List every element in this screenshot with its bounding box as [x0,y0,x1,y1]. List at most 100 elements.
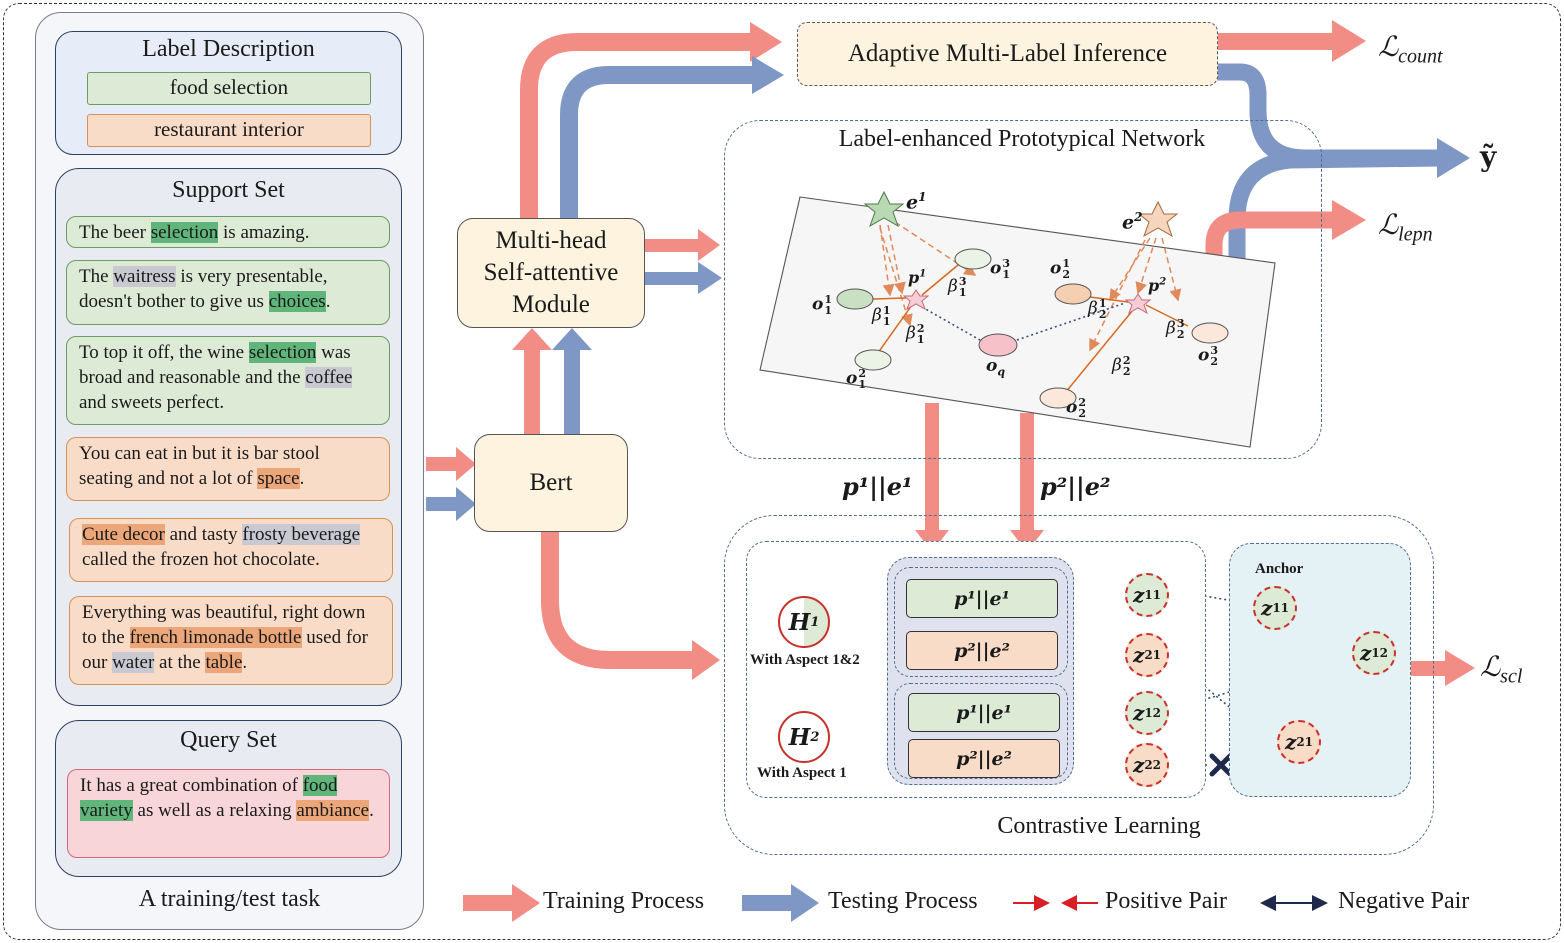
pe-box-2: p²||e² [906,631,1058,670]
sentence-text: and tasty [164,524,243,545]
mhsa-to-adaptive-training [520,33,750,218]
label-chip-restaurant-interior: restaurant interior [87,114,371,147]
highlighted-aspect: waitress [113,266,176,287]
highlighted-aspect: choices [268,291,326,312]
anchor-label: Anchor [1255,561,1304,577]
task-footer: A training/test task [138,886,321,912]
highlighted-aspect: table [205,652,243,673]
highlighted-aspect: ambiance [296,800,370,821]
mhsa-box: Multi-head Self-attentive Module [457,218,645,328]
highlighted-aspect: space [257,468,300,489]
sentence-text: used for our [82,627,368,673]
negative-cross-icon [1209,753,1233,777]
p2-star-icon [1124,293,1152,315]
sentence-text: at the [154,652,206,673]
highlighted-aspect: selection [150,222,219,243]
label-description-title: Label Description [142,36,315,62]
e2-label: e2 [1122,210,1143,234]
legend-positive-label: Positive Pair [1105,888,1228,914]
legend-training-arrow [463,884,540,922]
pe-box-4: p²||e² [908,739,1060,778]
bert-to-mhsa-testing [552,328,592,434]
sentence-text: is amazing. [218,222,310,243]
concat-label-1: p¹||e¹ [842,472,913,501]
legend-testing-label: Testing Process [828,888,978,914]
sentence-text: The beer [79,222,151,243]
sentence-text: . [299,468,305,489]
bert-to-contrastive-training [541,530,700,669]
outer-border [3,3,1561,940]
lepn-title: Label-enhanced Prototypical Network [838,126,1206,152]
sentence-text: The [79,266,114,287]
support-sentence-3: To top it off, the wine selection was br… [66,336,390,425]
support-sentence-5: Cute decor and tasty frosty beverage cal… [69,518,393,582]
sentence-text: . [325,291,331,312]
sentence-text: . [369,800,374,821]
bert-box: Bert [474,434,628,532]
input-training-arrow [426,447,476,481]
support-sentence-1: The beer selection is amazing. [66,216,390,248]
legend-training-label: Training Process [543,888,705,914]
sentence-text: . [242,652,248,673]
sentence-text: It has a great combination of [80,775,303,796]
oq-label: oq [986,356,1006,379]
highlighted-aspect: selection [248,342,317,363]
contrastive-title: Contrastive Learning [997,813,1201,839]
adaptive-inference-box: Adaptive Multi-Label Inference [797,22,1218,86]
query-sentence: It has a great combination of food varie… [67,769,390,858]
sentence-text: and sweets perfect. [79,392,225,413]
sentence-text: is very presentable, doesn't bother to g… [79,266,328,312]
loss-scl: ℒscl [1480,652,1523,688]
p2-label: p2 [1148,276,1167,295]
mhsa-to-adaptive-testing [560,66,755,218]
sentence-text: was broad and reasonable and the [79,342,351,388]
loss-count: ℒcount [1378,32,1443,68]
highlighted-aspect: coffee [305,367,353,388]
concat-label-2: p²||e² [1040,472,1111,501]
sentence-text: You can eat in but it is bar stool seati… [79,443,320,489]
h2-caption: With Aspect 1 [757,765,847,781]
loss-lepn: ℒlepn [1378,210,1433,246]
input-testing-arrow [426,487,476,521]
pe-box-1: p¹||e¹ [906,579,1058,618]
label-description-panel: Label Description food selection restaur… [55,31,402,155]
lepn-panel [724,120,1322,459]
legend-testing-arrow [742,884,819,922]
highlighted-aspect: frosty beverage [242,524,361,545]
sentence-text: To top it off, the wine [79,342,249,363]
support-sentence-4: You can eat in but it is bar stool seati… [66,437,390,501]
sentence-text: as well as a relaxing [132,800,297,821]
highlighted-aspect: Cute decor [82,524,165,545]
label-chip-food-selection: food selection [87,72,371,105]
contrastive-panel [724,515,1434,855]
highlighted-aspect: water [112,652,155,673]
e1-star-icon [863,190,905,228]
p1-star-icon [902,289,930,311]
sentence-text: Everything was beautiful, right down to … [82,602,366,648]
e1-label: e1 [906,190,927,214]
e2-star-icon [1137,200,1179,238]
